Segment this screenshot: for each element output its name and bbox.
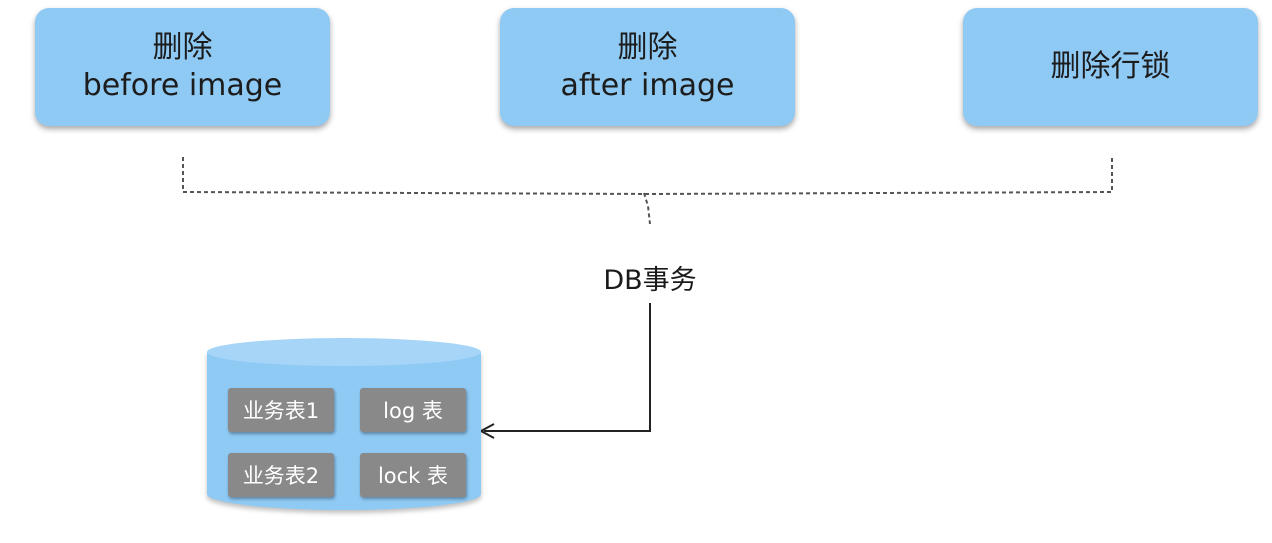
database-top — [207, 338, 481, 366]
database-cylinder: 业务表1 log 表 业务表2 lock 表 — [207, 338, 481, 522]
step-title: 删除 — [617, 30, 678, 65]
step-delete-before-image: 删除 before image — [35, 8, 330, 126]
transaction-label: DB事务 — [603, 265, 697, 296]
table-lock: lock 表 — [360, 453, 466, 497]
step-subtitle: after image — [560, 68, 735, 103]
table-log: log 表 — [360, 388, 466, 432]
step-delete-row-lock: 删除行锁 — [963, 8, 1258, 126]
table-business-1: 业务表1 — [228, 388, 334, 432]
step-title: 删除行锁 — [1050, 49, 1171, 84]
step-delete-after-image: 删除 after image — [500, 8, 795, 126]
bracket-tip — [643, 192, 651, 225]
table-business-2: 业务表2 — [228, 453, 334, 497]
arrow-line — [484, 303, 651, 432]
arrow-head — [478, 423, 495, 439]
step-title: 删除 — [152, 30, 213, 65]
transaction-bracket — [182, 157, 1113, 196]
step-subtitle: before image — [82, 68, 283, 103]
